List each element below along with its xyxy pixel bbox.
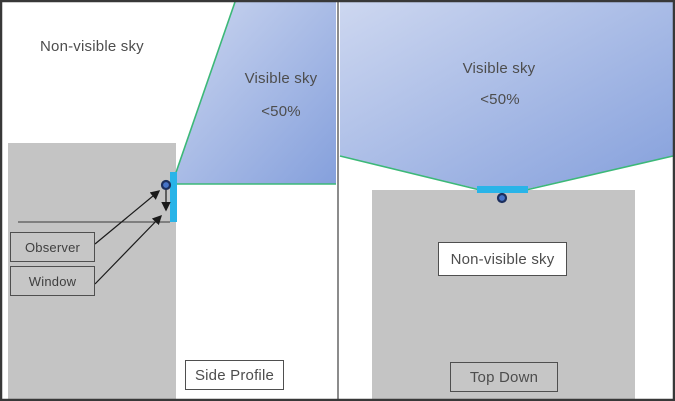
window-pointer-arrow xyxy=(94,214,163,285)
visible-sky-region-right xyxy=(340,2,673,189)
window-strip-side-profile xyxy=(170,172,177,222)
side-profile-caption-box: Side Profile xyxy=(185,360,284,390)
observer-pointer-arrow xyxy=(94,190,161,245)
top-down-caption: Top Down xyxy=(469,368,539,386)
window-strip-top-down xyxy=(477,186,528,193)
visible-sky-region-left xyxy=(172,2,336,184)
right-visible-sky-percent: <50% xyxy=(480,91,520,108)
side-profile-caption: Side Profile xyxy=(194,366,275,384)
observer-tag-box: Observer xyxy=(10,232,95,262)
observer-dot-side-profile xyxy=(160,179,172,191)
right-non-visible-sky-label: Non-visible sky xyxy=(450,250,555,268)
observer-tag-label: Observer xyxy=(24,239,81,255)
left-visible-sky-label: Visible sky xyxy=(244,70,318,87)
sightline-upper-left-panel xyxy=(171,1,236,185)
top-down-caption-box: Top Down xyxy=(450,362,558,392)
right-non-visible-sky-box: Non-visible sky xyxy=(438,242,567,276)
sightline-left-right-panel xyxy=(339,155,481,191)
observer-dot-top-down xyxy=(496,192,508,204)
left-non-visible-sky-label: Non-visible sky xyxy=(40,38,144,55)
sightline-right-right-panel xyxy=(525,155,674,191)
window-tag-box: Window xyxy=(10,266,95,296)
right-visible-sky-label: Visible sky xyxy=(462,60,536,77)
left-visible-sky-percent: <50% xyxy=(261,103,301,120)
window-tag-label: Window xyxy=(28,273,77,289)
